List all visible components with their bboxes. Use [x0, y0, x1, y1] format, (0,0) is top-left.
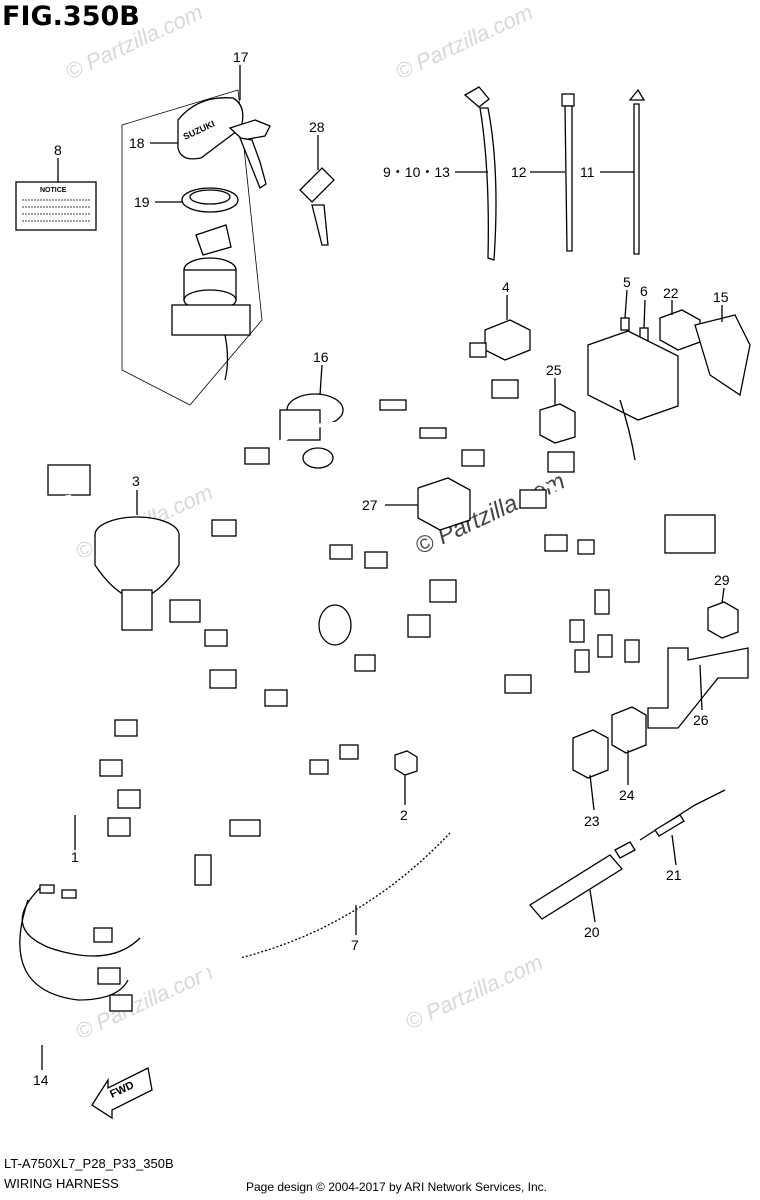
callout-4: 4 [502, 279, 510, 295]
callout-12: 12 [511, 164, 527, 180]
relay-27 [417, 477, 471, 531]
callout-29: 29 [714, 572, 730, 588]
ignition-switch-assembly: SUZUKI [121, 89, 271, 406]
callout-27: 27 [362, 497, 378, 513]
callout-15: 15 [713, 289, 729, 305]
watermark: © Partzilla.com [62, 0, 207, 85]
callout-5: 5 [623, 274, 631, 290]
watermark: © Partzilla.com [402, 949, 547, 1034]
fuse-box-assembly [587, 309, 751, 461]
connector-25 [539, 403, 576, 444]
callout-23: 23 [584, 813, 600, 829]
bracket-26 [647, 647, 749, 729]
oxygen-sensor-part [529, 841, 636, 920]
forward-direction-arrow: FWD [91, 1067, 153, 1120]
spare-key-part [299, 167, 335, 246]
callout-26: 26 [693, 712, 709, 728]
callout-11: 11 [580, 164, 595, 180]
notice-label-part: NOTICE [15, 181, 97, 231]
spring-21 [639, 789, 726, 841]
callout-16: 16 [313, 349, 329, 365]
main-wiring-harness [26, 379, 722, 1071]
accessory-socket-part [279, 393, 344, 469]
callout-6: 6 [640, 283, 648, 299]
callout-21: 21 [666, 867, 682, 883]
callout-25: 25 [546, 362, 562, 378]
connector-23 [572, 729, 609, 779]
callout-17: 17 [233, 49, 249, 65]
callout-22: 22 [663, 285, 679, 301]
callout-3: 3 [132, 473, 140, 489]
callout-18: 18 [129, 135, 145, 151]
callout-9-10-13: 9・10・13 [383, 164, 450, 180]
notice-label-text: NOTICE [40, 187, 67, 194]
cable-ties [463, 86, 646, 261]
page-credit: Page design © 2004-2017 by ARI Network S… [246, 1180, 548, 1194]
figure-title: FIG.350B [2, 1, 140, 32]
connector-29 [707, 601, 739, 639]
callout-19: 19 [134, 194, 150, 210]
callout-2: 2 [400, 807, 408, 823]
callout-1: 1 [71, 849, 79, 865]
callout-14: 14 [33, 1072, 49, 1088]
watermark: © Partzilla.com [392, 0, 537, 85]
rubber-cap-part [94, 516, 180, 631]
callout-labels: 17 18 19 8 28 9・10・13 12 11 4 5 6 22 15 … [33, 49, 730, 1088]
callout-28: 28 [309, 119, 325, 135]
callout-24: 24 [619, 787, 635, 803]
model-code: LT-A750XL7_P28_P33_350B [4, 1156, 174, 1171]
connector-2 [394, 750, 418, 776]
watermark: © Partzilla.com [72, 959, 217, 1044]
section-name: WIRING HARNESS [4, 1176, 119, 1191]
connector-24 [611, 706, 647, 754]
callout-20: 20 [584, 924, 600, 940]
leader-lines [41, 65, 725, 1070]
callout-8: 8 [54, 142, 62, 158]
corrugated-tube-part [238, 827, 456, 966]
callout-7: 7 [351, 937, 359, 953]
sub-harness-14 [19, 884, 141, 1012]
relay-socket-part [469, 319, 531, 361]
